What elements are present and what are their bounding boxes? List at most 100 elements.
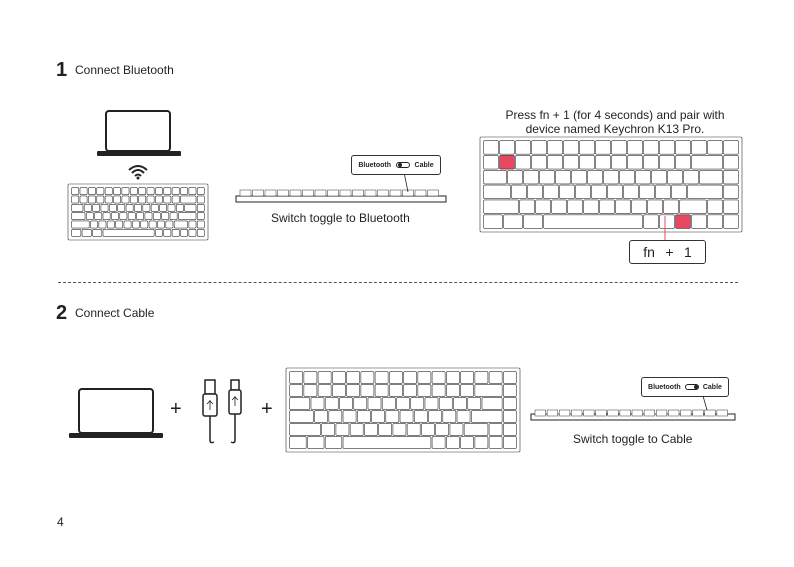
mode-toggle-bluetooth[interactable]: Bluetooth Cable (351, 155, 441, 175)
key (128, 213, 135, 220)
key (109, 204, 116, 211)
key (407, 424, 420, 436)
key (84, 204, 91, 211)
key (708, 141, 723, 155)
wifi-icon (128, 164, 148, 180)
key (88, 188, 95, 195)
key (676, 141, 691, 155)
key (172, 196, 179, 203)
key (516, 155, 531, 169)
key (475, 385, 502, 397)
keycap-side (253, 190, 264, 196)
key (325, 398, 338, 410)
key (97, 196, 104, 203)
key (724, 155, 739, 169)
key (446, 385, 459, 397)
key (105, 196, 112, 203)
step-2-title: Connect Cable (75, 306, 154, 320)
key (134, 204, 141, 211)
key (197, 221, 204, 228)
key (372, 411, 385, 423)
key (564, 155, 579, 169)
key (122, 188, 129, 195)
key (393, 424, 406, 436)
key (147, 196, 154, 203)
key (414, 411, 427, 423)
key (503, 372, 516, 384)
key (443, 411, 456, 423)
key (484, 155, 499, 169)
plus-sign: + (170, 398, 182, 421)
key (676, 155, 691, 169)
key (375, 372, 388, 384)
plus-sign: + (665, 241, 673, 263)
usb-cable-icon (202, 380, 242, 444)
key (101, 204, 108, 211)
key (86, 213, 93, 220)
mode-toggle-cable[interactable]: Bluetooth Cable (641, 377, 729, 397)
key (389, 372, 402, 384)
plus-sign: + (261, 398, 273, 421)
key (180, 188, 187, 195)
toggle-label-cable: Cable (415, 162, 434, 169)
key (185, 204, 196, 211)
key (503, 411, 516, 423)
key (379, 424, 392, 436)
keycap-side (378, 190, 389, 196)
key (576, 185, 591, 199)
key (318, 385, 331, 397)
key (503, 424, 516, 436)
step-1-number: 1 (56, 60, 67, 80)
key (329, 411, 342, 423)
key (404, 385, 417, 397)
keyboard-icon (286, 368, 520, 452)
key (304, 385, 317, 397)
keycap-side (559, 410, 570, 416)
key (147, 188, 154, 195)
keycap-side (656, 410, 667, 416)
key (484, 215, 503, 229)
key (461, 372, 474, 384)
key (197, 188, 204, 195)
key (382, 398, 395, 410)
key (468, 398, 481, 410)
key (503, 437, 516, 449)
keyboard-icon (68, 184, 208, 240)
key (197, 204, 204, 211)
switch-icon (396, 162, 410, 168)
key (318, 372, 331, 384)
key (155, 188, 162, 195)
laptop-icon (96, 110, 182, 158)
key (180, 229, 187, 236)
key (164, 188, 171, 195)
key (172, 229, 179, 236)
key (315, 411, 328, 423)
key (347, 372, 360, 384)
keycap-side (620, 410, 631, 416)
key (80, 196, 87, 203)
key (304, 372, 317, 384)
key (389, 385, 402, 397)
key (503, 385, 516, 397)
key (612, 141, 627, 155)
toggle-label-cable: Cable (703, 384, 722, 391)
key (332, 385, 345, 397)
keycap-side (547, 410, 558, 416)
keycap-side (365, 190, 376, 196)
section-divider (58, 282, 738, 283)
key (189, 229, 196, 236)
key (143, 204, 150, 211)
key (692, 155, 723, 169)
keycap-side (596, 410, 607, 416)
key (636, 170, 651, 184)
key (350, 424, 363, 436)
keycap-side (240, 190, 251, 196)
key (500, 155, 515, 169)
key (489, 372, 502, 384)
key (540, 170, 555, 184)
key (489, 424, 502, 436)
key (368, 398, 381, 410)
key (524, 170, 539, 184)
key (290, 398, 310, 410)
key (600, 200, 615, 214)
